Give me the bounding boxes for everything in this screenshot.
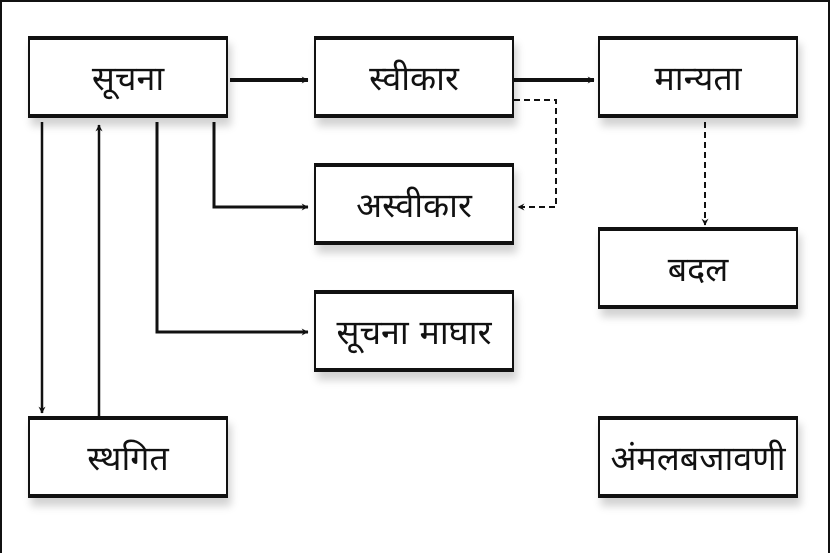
- node-asvikar: अस्वीकार: [314, 163, 514, 245]
- node-svikar: स्वीकार: [314, 36, 514, 118]
- node-suchana-maghar: सूचना माघार: [314, 290, 514, 372]
- node-suchana: सूचना: [28, 36, 228, 118]
- node-sthagit: स्थगित: [28, 416, 228, 498]
- dashed-arrow-svikar-to-asvikar: [514, 99, 557, 211]
- arrow-suchana-to-suchana-maghar: [155, 122, 309, 336]
- node-badal: बदल: [598, 227, 798, 309]
- arrow-suchana-to-asvikar: [212, 122, 309, 211]
- node-manyata: मान्यता: [598, 36, 798, 118]
- node-amalbajavani: अंमलबजावणी: [598, 416, 798, 498]
